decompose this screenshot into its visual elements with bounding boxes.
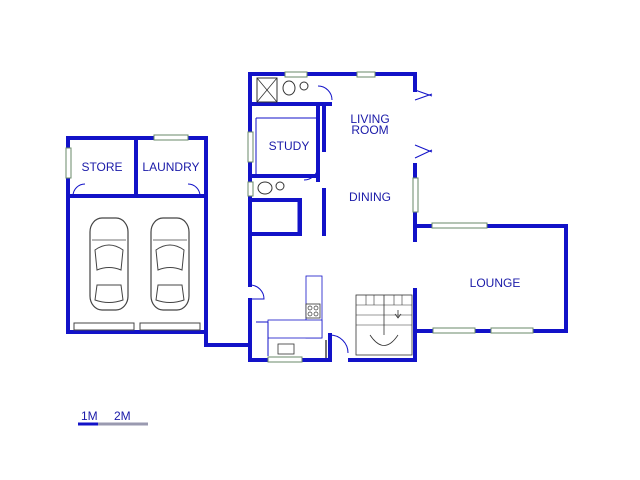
car-icon (150, 217, 190, 311)
link-walls (204, 194, 252, 347)
window (432, 327, 476, 334)
window (247, 131, 254, 163)
garage-door (139, 322, 201, 331)
room-label-living-line1: LIVING (350, 112, 389, 126)
toilet-icon (257, 181, 273, 195)
sliding-door (414, 144, 433, 159)
car-icon (89, 217, 129, 311)
stove-icon (305, 303, 321, 319)
staircase (355, 294, 413, 356)
room-label-lounge: LOUNGE (470, 276, 521, 290)
scale-label-1m: 1M (81, 409, 98, 423)
garage-door (73, 322, 135, 331)
door-swing (317, 85, 333, 101)
window (356, 71, 376, 78)
sliding-door (414, 89, 433, 101)
window (65, 147, 72, 179)
basin-icon (299, 81, 309, 91)
scale-bar: 1M 2M (78, 409, 148, 426)
room-label-study: STUDY (269, 139, 310, 153)
kitchen-counter (256, 275, 323, 356)
door-swing (329, 334, 349, 354)
window (431, 222, 488, 229)
door-swing (187, 183, 201, 197)
room-label-store: STORE (81, 160, 122, 174)
window (412, 177, 419, 213)
basin-icon (275, 181, 285, 191)
scale-label-2m: 2M (114, 409, 131, 423)
window (267, 356, 303, 363)
room-label-living-line2: ROOM (351, 123, 388, 137)
window (284, 71, 308, 78)
room-label-dining: DINING (349, 190, 391, 204)
door-swing (303, 165, 319, 181)
door-swing (249, 284, 265, 300)
window (153, 134, 189, 141)
room-label-laundry: LAUNDRY (142, 160, 199, 174)
sink-icon (277, 343, 295, 355)
toilet-icon (282, 80, 296, 96)
window (247, 181, 254, 197)
window (490, 327, 534, 334)
door-swing (72, 183, 86, 197)
